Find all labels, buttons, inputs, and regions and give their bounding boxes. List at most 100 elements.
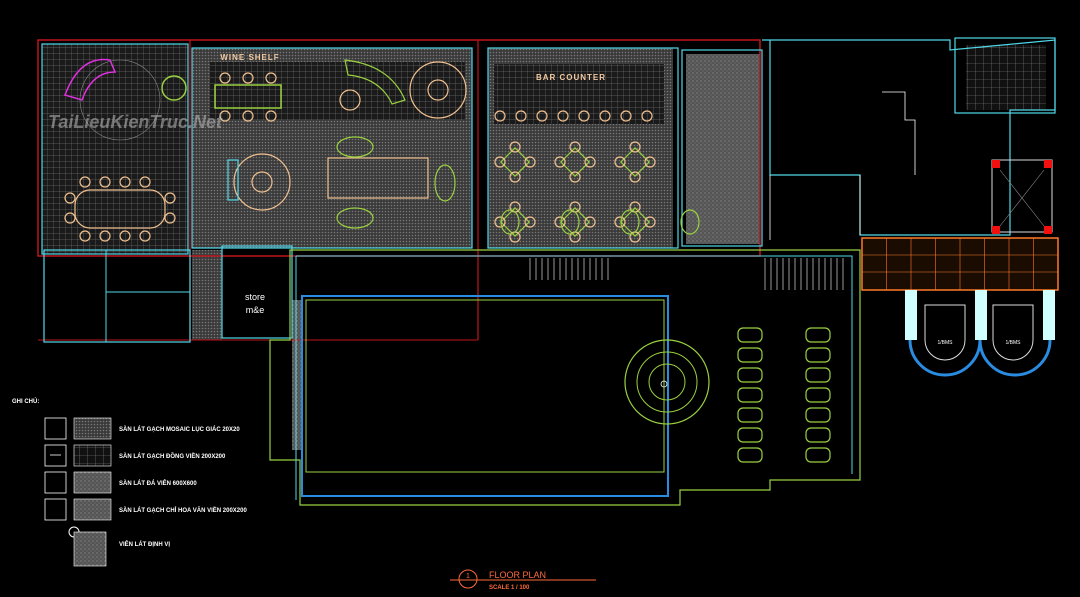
table-icon (560, 147, 590, 177)
chair-icon (164, 192, 176, 204)
chair-icon (644, 156, 656, 168)
chair-icon (584, 156, 596, 168)
furniture (64, 58, 831, 463)
corridor-grid (861, 237, 1059, 291)
legend-item-1-label: SÀN LÁT GẠCH MOSAIC LỤC GIÁC 20X20 (119, 426, 240, 433)
bar-counter-label: BAR COUNTER (536, 73, 606, 82)
table-icon (560, 207, 590, 237)
legend: GHI CHÚ: SÀN LÁT GẠCH MOSAIC LỤC GIÁC 20… (12, 398, 247, 567)
legend-item-4-label: SÀN LÁT GẠCH CHỈ HOA VĂN VIỀN 200X200 (119, 507, 247, 514)
chair-icon (494, 110, 506, 122)
lounger-icon (805, 387, 831, 403)
chair-icon (578, 110, 590, 122)
legend-item-2-label: SÀN LÁT GẠCH ĐỒNG VIỀN 200X200 (119, 453, 226, 460)
chair-icon (494, 156, 506, 168)
drawing-number: 1 (466, 573, 470, 580)
table-icon (500, 209, 520, 235)
legend-item-3-label: SÀN LÁT ĐÁ VIÊN 600X600 (119, 479, 197, 487)
stairs (529, 258, 844, 290)
chair-icon (79, 176, 91, 188)
lift-right-label: 1/BMS (1005, 340, 1021, 346)
walls (37, 37, 1056, 506)
chair-icon (494, 216, 506, 228)
chair-icon (515, 110, 527, 122)
wine-shelf-label: WINE SHELF (220, 53, 279, 62)
chair-icon (509, 171, 521, 183)
chair-icon (620, 110, 632, 122)
lounger-icon (805, 367, 831, 383)
chair-icon (265, 72, 277, 84)
lounger-icon (737, 427, 763, 443)
lounger-icon (805, 427, 831, 443)
pool (301, 295, 710, 497)
table-icon (680, 209, 700, 235)
chair-icon (629, 171, 641, 183)
drawing-title: FLOOR PLAN (489, 570, 546, 580)
lounger-icon (737, 367, 763, 383)
chair-icon (629, 141, 641, 153)
table-icon (620, 207, 650, 237)
lounger-icon (805, 347, 831, 363)
lounger-icon (805, 407, 831, 423)
table-icon (560, 209, 580, 235)
chair-icon (644, 216, 656, 228)
store-label-line1: store (245, 292, 265, 302)
watermark-logo: TaiLieuKienTruc.Net (48, 112, 223, 132)
table-icon (500, 207, 530, 237)
chair-icon (265, 110, 277, 122)
chair-icon (536, 110, 548, 122)
lounger-icon (737, 447, 763, 463)
table-icon (620, 209, 640, 235)
legend-key-box (44, 498, 67, 521)
legend-swatch (73, 498, 112, 521)
drawing-scale: SCALE 1 / 100 (489, 585, 530, 591)
lounger-icon (737, 327, 763, 343)
chair-icon (509, 141, 521, 153)
chair-icon (219, 72, 231, 84)
legend-swatch (73, 444, 112, 467)
chair-icon (64, 212, 76, 224)
legend-swatch (73, 471, 112, 494)
chair-icon (641, 110, 653, 122)
chair-icon (614, 156, 626, 168)
elevator-core (991, 159, 1053, 234)
lounger-icon (805, 327, 831, 343)
table-icon (500, 147, 530, 177)
chair-icon (614, 216, 626, 228)
lift-shafts: 1/BMS 1/BMS (905, 290, 1055, 377)
chair-icon (557, 110, 569, 122)
chair-icon (119, 230, 131, 242)
chair-icon (219, 110, 231, 122)
lift-left-label: 1/BMS (937, 340, 953, 346)
chair-icon (99, 176, 111, 188)
lounger-icon (737, 347, 763, 363)
chair-icon (569, 141, 581, 153)
chair-icon (524, 216, 536, 228)
chair-icon (242, 72, 254, 84)
lounger-icon (737, 407, 763, 423)
chair-icon (164, 212, 176, 224)
legend-item-5-label: VIÊN LÁT ĐỊNH VỊ (119, 540, 170, 548)
legend-title: GHI CHÚ: (12, 398, 39, 405)
chair-icon (139, 230, 151, 242)
lounger-icon (805, 447, 831, 463)
chair-icon (569, 171, 581, 183)
chair-icon (64, 192, 76, 204)
chair-icon (242, 110, 254, 122)
legend-swatch (73, 417, 112, 440)
chair-icon (584, 216, 596, 228)
legend-key-box (44, 471, 67, 494)
chair-icon (79, 230, 91, 242)
legend-key-box (44, 444, 67, 467)
chair-icon (554, 216, 566, 228)
chair-icon (524, 156, 536, 168)
table-icon (620, 147, 650, 177)
title-block: 1 FLOOR PLAN SCALE 1 / 100 (450, 569, 596, 591)
chair-icon (554, 156, 566, 168)
chair-icon (119, 176, 131, 188)
store-label-line2: m&e (246, 305, 265, 315)
legend-key-box (44, 417, 67, 440)
chair-icon (99, 230, 111, 242)
lounger-icon (737, 387, 763, 403)
